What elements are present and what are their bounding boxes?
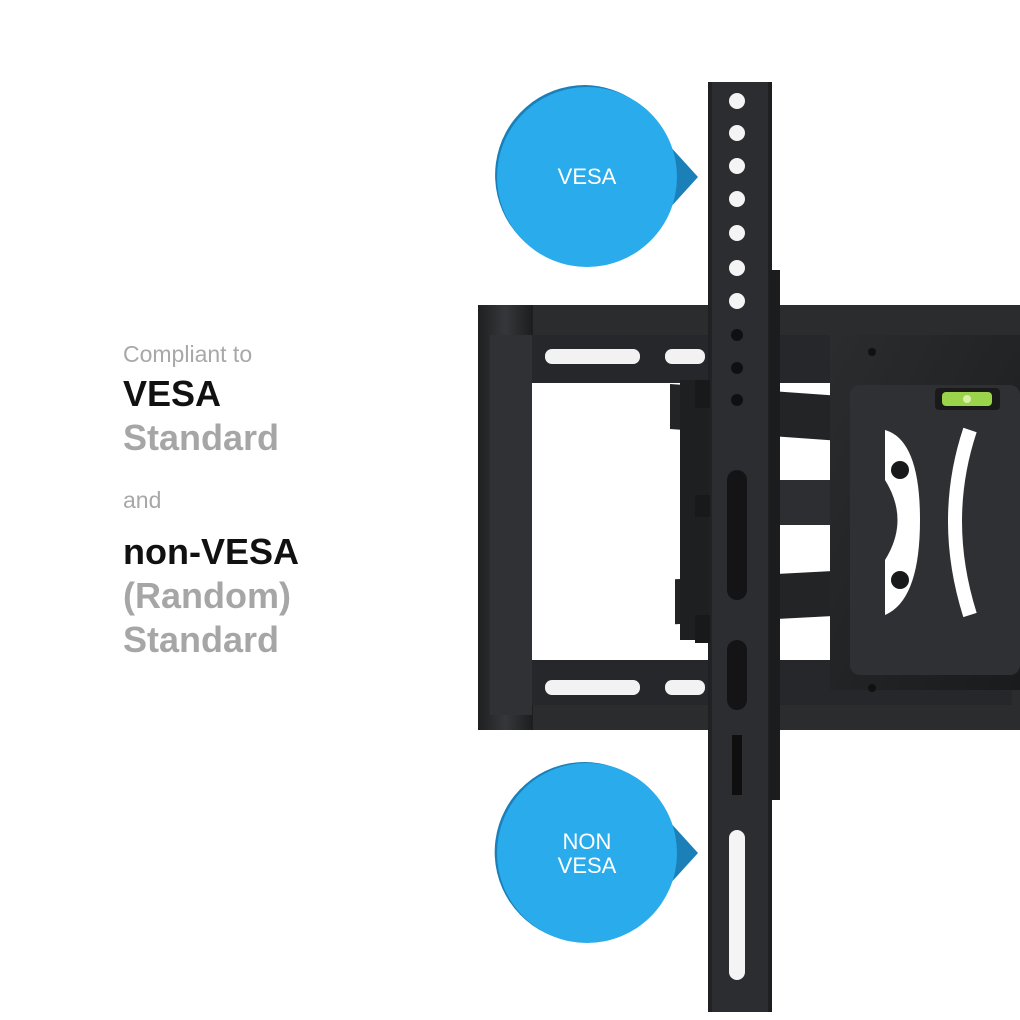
non-vesa-badge [494,761,698,943]
non-vesa-badge-label: NON VESA [527,830,647,878]
standard-text-1: Standard [123,417,280,458]
non-label: NON [562,829,612,854]
compliant-to-text: Compliant to [123,341,253,367]
feature-text-block: Compliant to VESA Standard and non-VESA … [123,336,443,662]
vertical-rail [695,82,780,1012]
and-text: and [123,487,162,513]
vesa-heading: VESA [123,373,222,414]
random-text: (Random) [123,575,291,616]
non-vesa-heading: non-VESA [123,531,299,572]
vesa-badge-label: VESA [557,164,617,189]
vesa-label: VESA [557,853,617,878]
tv-wall-mount-photo [478,82,1020,1012]
standard-text-2: Standard [123,619,280,660]
vesa-badge [495,85,698,267]
tv-bracket-plate [830,335,1020,692]
